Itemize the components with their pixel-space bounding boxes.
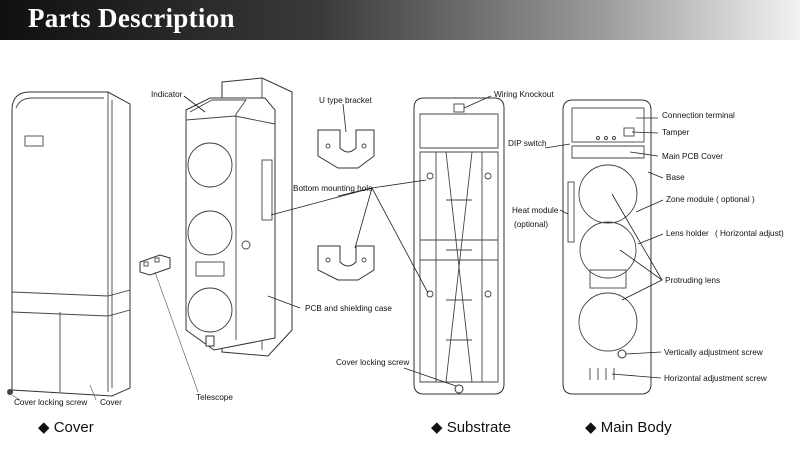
label-indicator: Indicator — [151, 90, 183, 99]
title-banner: Parts Description — [0, 0, 800, 40]
label-u-type-bracket: U type bracket — [319, 96, 373, 105]
label-lens-holder: Lens holder — [666, 229, 709, 238]
section-main-body: ◆ Main Body — [585, 419, 672, 436]
label-wiring-knockout: Wiring Knockout — [494, 90, 554, 99]
label-telescope: Telescope — [196, 393, 233, 402]
label-tamper: Tamper — [662, 128, 690, 137]
main-assembly-illustration — [185, 77, 293, 357]
u-bracket-bottom — [317, 245, 375, 281]
section-cover: ◆ Cover — [38, 419, 94, 436]
label-base: Base — [666, 173, 685, 182]
label-heat-module: Heat module — [512, 206, 559, 215]
label-horizontal-adjustment-screw: Horizontal adjustment screw — [664, 374, 767, 383]
label-zone-module-optional: ( optional ) — [716, 195, 755, 204]
label-cover-locking-screw-left: Cover locking screw — [14, 398, 87, 407]
cover-illustration — [11, 91, 131, 397]
label-pcb-shielding-case: PCB and shielding case — [305, 304, 392, 313]
label-lens-holder-note: ( Horizontal adjust) — [715, 229, 784, 238]
label-connection-terminal: Connection terminal — [662, 111, 735, 120]
label-protruding-lens: Protruding lens — [665, 276, 720, 285]
section-substrate: ◆ Substrate — [431, 419, 511, 436]
page-title: Parts Description — [28, 3, 235, 33]
telescope-part — [139, 254, 199, 393]
label-zone-module: Zone module — [666, 195, 714, 204]
substrate-illustration — [413, 97, 505, 395]
label-bottom-mounting-hole: Bottom mounting hole — [293, 184, 373, 193]
cover-locking-screw-left — [7, 389, 21, 401]
label-heat-module-optional: (optional) — [514, 220, 548, 229]
label-main-pcb-cover: Main PCB Cover — [662, 152, 723, 161]
label-cover-locking-screw-mid: Cover locking screw — [336, 358, 409, 367]
label-dip-switch: DIP switch — [508, 139, 547, 148]
u-bracket-top — [317, 129, 375, 169]
parts-diagram: Indicator U type bracket Bottom mounting… — [7, 77, 784, 436]
label-cover: Cover — [100, 398, 122, 407]
label-vertical-adjustment-screw: Vertically adjustment screw — [664, 348, 763, 357]
main-body-illustration — [562, 99, 652, 395]
